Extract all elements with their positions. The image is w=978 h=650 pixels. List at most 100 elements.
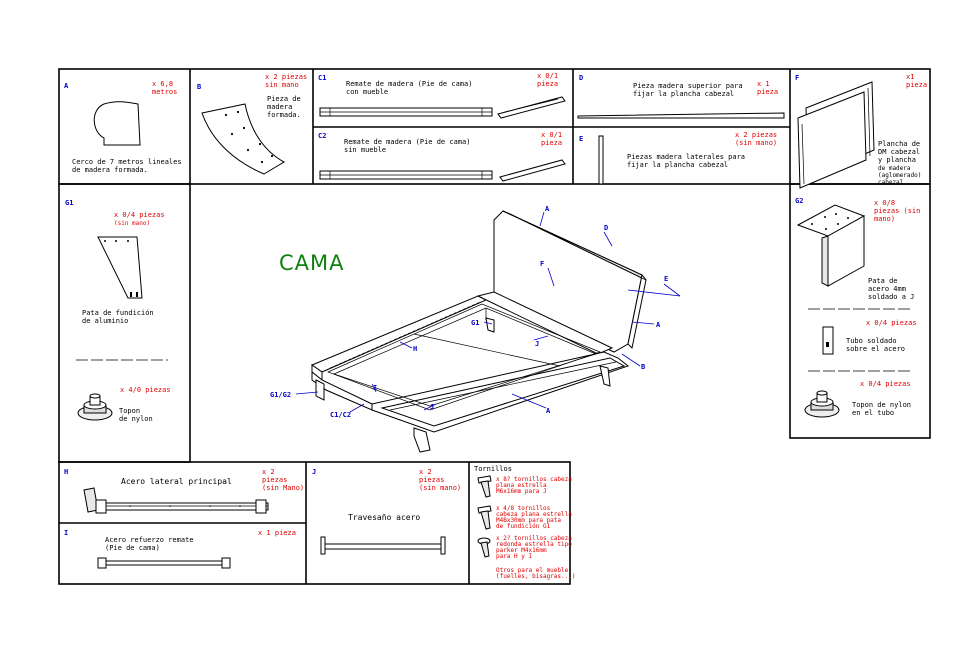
panel-qty: x 0/4 piezas [860, 380, 911, 388]
panel-desc: DM cabezal [878, 148, 920, 156]
panel-qty: x 2 piezas [265, 73, 307, 81]
panel-letter: F [795, 74, 799, 82]
bed-leg [485, 317, 495, 333]
panel-desc: soldado a J [868, 293, 914, 301]
panel-desc: Pata de fundición [82, 309, 154, 317]
panel-desc: Travesaño acero [348, 513, 420, 522]
panel-desc: de nylon [119, 415, 153, 423]
panel-qty: (sin mano) [419, 484, 461, 492]
panel-desc: cabezal [878, 179, 904, 186]
panel-letter: A [64, 82, 69, 90]
curved-corner-piece [201, 103, 286, 175]
panel-a: A x 6,8 metros Cerco de 7 metros lineale… [64, 80, 182, 174]
callout-label: G1 [471, 319, 479, 327]
panel-d: D Pieza madera superior para fijar la pl… [577, 74, 785, 119]
panel-qty: (sin Mano) [262, 484, 304, 492]
panel-desc: Acero lateral principal [121, 477, 232, 486]
panel-qty: mano) [874, 215, 895, 223]
panel-qty: pieza [541, 139, 562, 147]
footboard-trim-profile [499, 159, 566, 182]
panel-desc: sin mueble [344, 146, 386, 154]
main-side-steel [83, 487, 269, 514]
callout-label: A [546, 407, 551, 415]
panel-c2: C2 Remate de madera (Pie de cama) sin mu… [318, 131, 566, 182]
callout-label: J [535, 340, 539, 348]
screw-desc: x 8? tornillos cabeza [496, 476, 572, 483]
callout-label: I [373, 384, 377, 392]
callout-label: D [604, 224, 608, 232]
footboard-trim-profile [497, 96, 566, 119]
screw-icon [477, 537, 491, 558]
panel-qty: x 2 [262, 468, 275, 476]
bed-leg [599, 365, 611, 387]
screws-title: Tornillos [474, 465, 512, 473]
panel-b: B x 2 piezas sin mano Pieza de madera fo… [197, 73, 307, 175]
screw-holes [224, 110, 274, 164]
screw-desc: de fundición G1 [496, 523, 551, 530]
panel-letter: B [197, 83, 201, 91]
panel-desc: Pieza madera superior para [633, 82, 743, 90]
panel-desc: (Pie de cama) [105, 544, 160, 552]
panel-desc: de madera formada. [72, 166, 148, 174]
panel-letter: C1 [318, 74, 326, 82]
top-headboard-bar [577, 112, 785, 119]
bed-isometric-drawing [310, 210, 647, 453]
panel-qty: (sin mano) [735, 139, 777, 147]
panel-e: E x 2 piezas (sin mano) Piezas madera la… [579, 131, 777, 185]
panel-qty: piezas [419, 476, 444, 484]
screw-desc: x 4/8 tornillos [496, 505, 551, 512]
panel-qty: x 0/1 [541, 131, 562, 139]
welded-tube [822, 326, 834, 355]
panel-letter: I [64, 529, 68, 537]
drawing-title: CAMA [279, 251, 345, 275]
screw-desc: M4Bx30mm para pata [496, 517, 561, 524]
panel-desc: de aluminio [82, 317, 128, 325]
headboard-panel-front [797, 91, 867, 189]
bed-leg [315, 379, 325, 401]
nylon-cap [804, 390, 840, 418]
panel-qty: x 1 pieza [258, 529, 296, 537]
side-headboard-bar [598, 135, 604, 185]
panel-desc: (aglomerado) [878, 172, 921, 179]
screw-desc: M6x16mm para J [496, 488, 547, 495]
panel-desc: con mueble [346, 88, 388, 96]
callout-label: G1/G2 [270, 391, 291, 399]
nylon-cap [77, 393, 113, 421]
panel-qty: metros [152, 88, 177, 96]
panel-qty: piezas (sin [874, 207, 920, 215]
panel-letter: G2 [795, 197, 803, 205]
panel-desc: sobre el acero [846, 345, 905, 353]
panel-qty: pieza [537, 80, 558, 88]
screw-desc: parker M4x16mm [496, 547, 547, 554]
callout-label: A [545, 205, 550, 213]
panel-qty: x 6,8 [152, 80, 173, 88]
panel-desc: Plancha de [878, 140, 920, 148]
callout-label: H [413, 345, 417, 353]
panel-f: F x1 pieza Plancha de DM cabezal y planc… [795, 73, 927, 189]
panel-letter: G1 [65, 199, 73, 207]
steel-crossbar [320, 536, 446, 555]
panel-c1: C1 Remate de madera (Pie de cama) con mu… [318, 72, 566, 119]
screw-note: Otros para el mueble [496, 567, 569, 574]
panel-desc: Remate de madera (Pie de cama) [346, 80, 472, 88]
panel-letter: H [64, 468, 68, 476]
panel-letter: J [312, 468, 316, 476]
panel-qty: x1 [906, 73, 914, 81]
bed-leg [413, 427, 431, 453]
panel-desc: Acero refuerzo remate [105, 536, 194, 544]
panel-desc: fijar la plancha cabezal [633, 90, 734, 98]
curved-wood-profile [93, 101, 141, 146]
screw-desc: para H y I [496, 553, 533, 560]
panel-qty: x 1 [757, 80, 770, 88]
panel-desc: acero 4mm [868, 285, 906, 293]
panel-h: H Acero lateral principal x 2 piezas (si… [64, 468, 304, 514]
panel-desc: y plancha [878, 156, 916, 164]
panel-letter: D [579, 74, 583, 82]
footboard [311, 370, 373, 411]
panel-qty: x 4/0 piezas [120, 386, 171, 394]
aluminium-leg [97, 236, 143, 299]
panel-g1: G1 x 0/4 piezas (sin mano) Pata de fundi… [65, 199, 171, 423]
panel-desc: formada. [267, 111, 301, 119]
panel-qty: pieza [757, 88, 778, 96]
